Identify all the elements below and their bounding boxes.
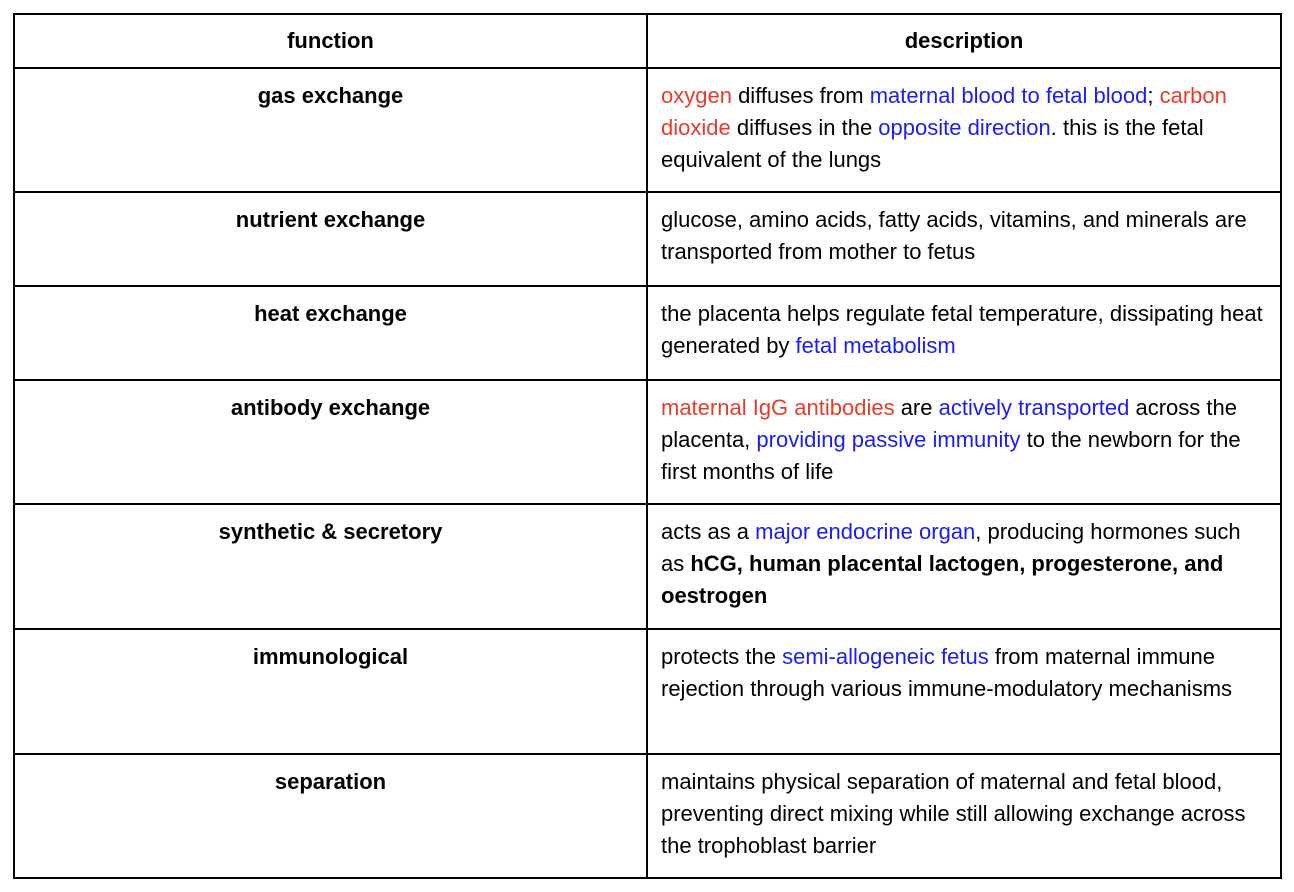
function-cell: heat exchange — [13, 285, 648, 381]
function-cell: antibody exchange — [13, 379, 648, 505]
function-cell: separation — [13, 753, 648, 879]
description-segment: maternal blood to fetal blood — [869, 83, 1148, 108]
function-label: separation — [274, 769, 387, 794]
description-segment: . this is the fetal equivalent of the lu… — [661, 115, 1204, 172]
description-segment: glucose, amino acids, fatty acids, vitam… — [661, 207, 1247, 264]
description-segment: protects the — [661, 644, 783, 669]
description-cell: acts as a major endocrine organ, produci… — [646, 503, 1282, 630]
column-header-description: description — [646, 13, 1282, 69]
function-label: antibody exchange — [230, 395, 431, 420]
table-row: gas exchange oxygen diffuses from matern… — [13, 67, 1282, 193]
function-label: nutrient exchange — [235, 207, 426, 232]
table-row: heat exchange the placenta helps regulat… — [13, 285, 1282, 381]
description-cell: maternal IgG antibodies are actively tra… — [646, 379, 1282, 505]
header-row: function description — [13, 13, 1282, 69]
description-segment: semi-allogeneic fetus — [782, 644, 989, 669]
description-segment: across the placenta, — [661, 395, 1237, 452]
description-segment: carbon dioxide — [661, 83, 1227, 140]
description-cell: oxygen diffuses from maternal blood to f… — [646, 67, 1282, 193]
description-segment: are — [894, 395, 939, 420]
description-segment: providing passive immunity — [756, 427, 1021, 452]
description-segment: acts as a — [661, 519, 756, 544]
function-label: immunological — [252, 644, 409, 669]
table-row: synthetic & secretory acts as a major en… — [13, 503, 1282, 630]
description-segment: the placenta helps regulate fetal temper… — [661, 301, 1263, 358]
table-row: antibody exchange maternal IgG antibodie… — [13, 379, 1282, 505]
description-segment: , producing hormones such as — [661, 519, 1241, 576]
function-cell: nutrient exchange — [13, 191, 648, 287]
function-cell: synthetic & secretory — [13, 503, 648, 630]
description-segment: actively transported — [938, 395, 1130, 420]
description-segment: fetal metabolism — [795, 333, 956, 358]
function-cell: immunological — [13, 628, 648, 755]
description-cell: maintains physical separation of materna… — [646, 753, 1282, 879]
table-body: gas exchange oxygen diffuses from matern… — [13, 67, 1282, 879]
description-cell: glucose, amino acids, fatty acids, vitam… — [646, 191, 1282, 287]
functions-table: function description gas exchange oxygen… — [13, 13, 1282, 879]
description-cell: the placenta helps regulate fetal temper… — [646, 285, 1282, 381]
column-header-function: function — [13, 13, 648, 69]
function-cell: gas exchange — [13, 67, 648, 193]
function-label: synthetic & secretory — [218, 519, 443, 544]
description-segment: maternal IgG antibodies — [661, 395, 895, 420]
description-segment: ; — [1147, 83, 1160, 108]
description-cell: protects the semi-allogeneic fetus from … — [646, 628, 1282, 755]
table-row: nutrient exchange glucose, amino acids, … — [13, 191, 1282, 287]
function-label: gas exchange — [257, 83, 404, 108]
table-header: function description — [13, 13, 1282, 69]
table-row: separation maintains physical separation… — [13, 753, 1282, 879]
function-label: heat exchange — [254, 301, 407, 326]
description-segment: oxygen — [661, 83, 732, 108]
description-segment: maintains physical separation of materna… — [661, 769, 1246, 858]
table-row: immunological protects the semi-allogene… — [13, 628, 1282, 755]
description-segment: hCG, human placental lactogen, progester… — [661, 551, 1224, 608]
description-segment: to the newborn for the first months of l… — [661, 427, 1241, 484]
description-segment: major endocrine organ — [755, 519, 976, 544]
description-segment: diffuses from — [731, 83, 870, 108]
description-segment: diffuses in the — [730, 115, 879, 140]
description-segment: opposite direction — [878, 115, 1051, 140]
description-segment: from maternal immune rejection through v… — [661, 644, 1233, 701]
